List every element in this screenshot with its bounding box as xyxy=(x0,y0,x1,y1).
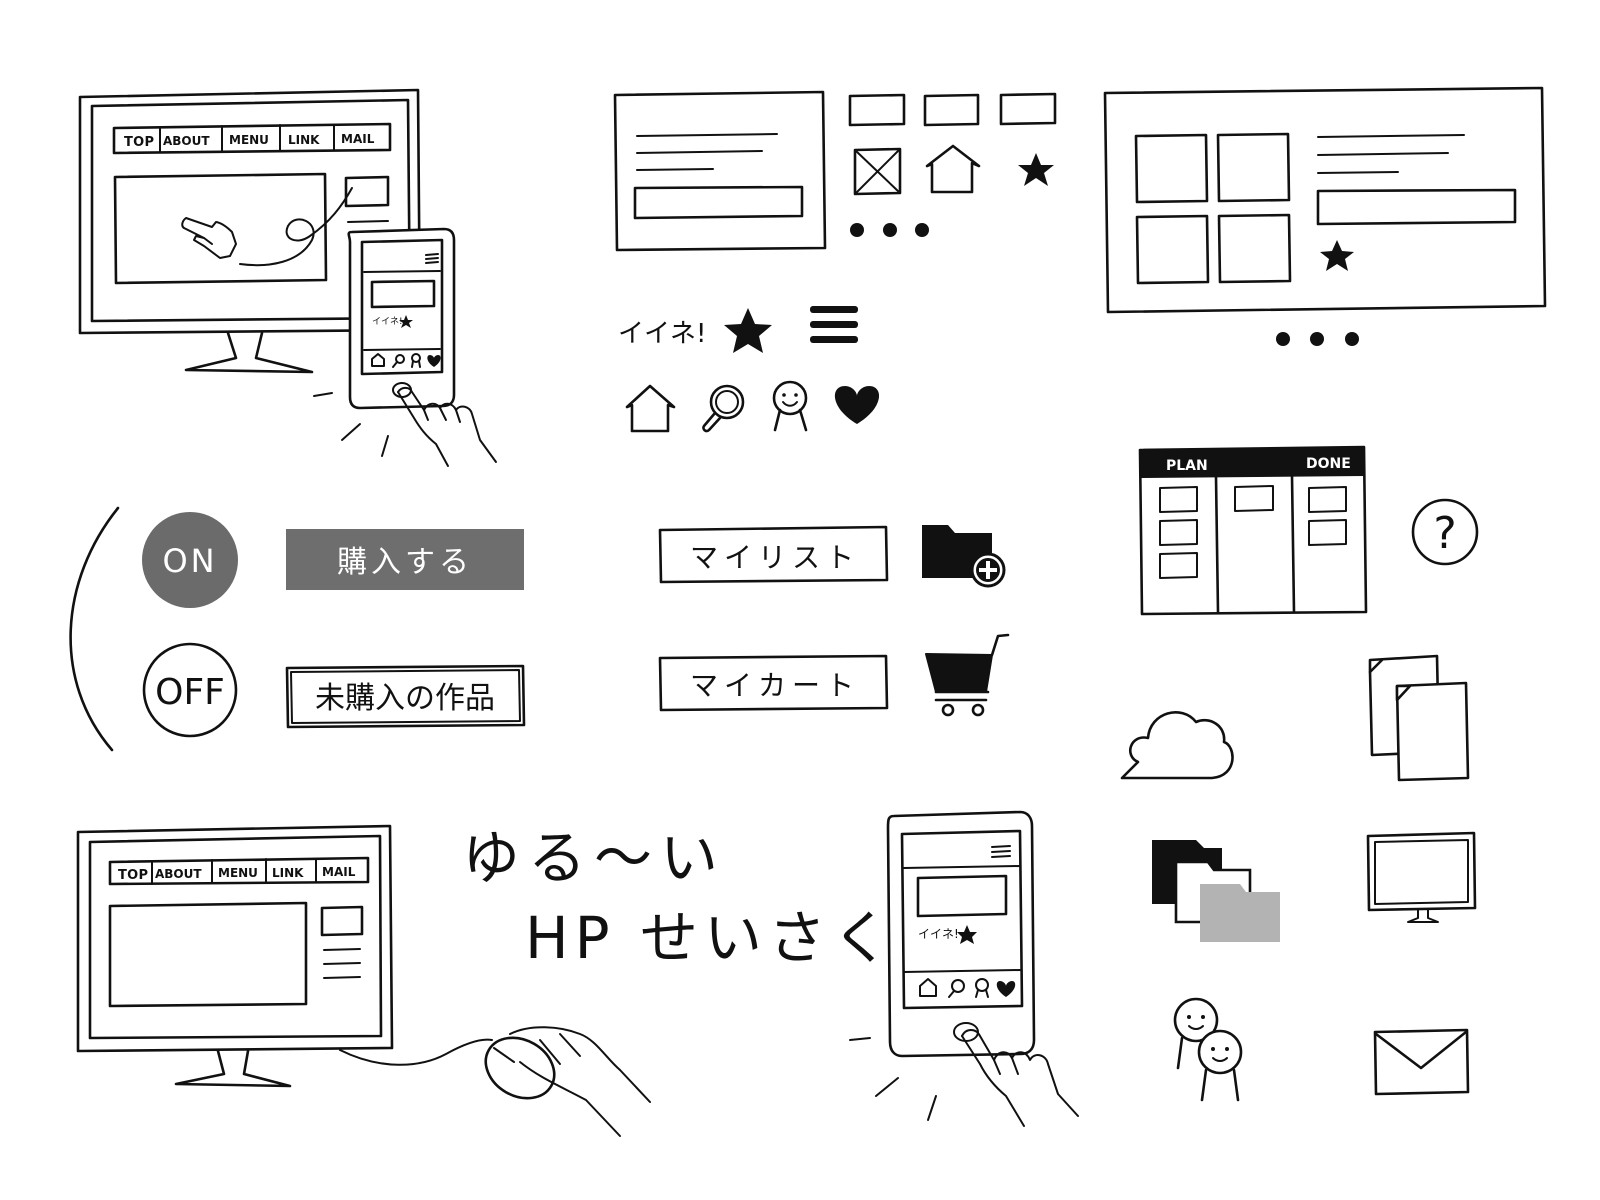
more-dots-icon xyxy=(1276,332,1359,346)
heart-icon[interactable] xyxy=(834,386,880,424)
person-icon[interactable] xyxy=(975,978,989,992)
toggle-on-label: ON xyxy=(162,542,217,580)
toggle-off-label: OFF xyxy=(155,672,225,713)
monitor-icon xyxy=(1366,831,1477,923)
kanban-done-label: DONE xyxy=(1306,456,1351,472)
desktop-monitor-bottom: TOP ABOUT MENU LINK MAIL xyxy=(76,824,651,1137)
bracket-arc xyxy=(69,506,120,752)
phone-tab-bar xyxy=(919,978,1016,998)
house-icon[interactable] xyxy=(371,353,385,367)
star-icon xyxy=(1320,240,1354,271)
more-dots-icon xyxy=(850,223,929,237)
kanban-board: PLAN DONE xyxy=(1138,445,1368,616)
search-icon[interactable] xyxy=(702,384,745,433)
swipe-path xyxy=(239,187,353,267)
my-cart-button[interactable]: マイカート xyxy=(658,654,889,712)
purchase-button[interactable]: 購入する xyxy=(286,529,524,590)
like-widget[interactable]: イイネ! xyxy=(618,308,772,353)
my-list-label: マイリスト xyxy=(690,541,860,574)
documents-icon xyxy=(1368,654,1470,782)
folder-add-icon[interactable] xyxy=(922,525,1006,588)
unpurchased-button[interactable]: 未購入の作品 xyxy=(285,664,526,729)
kanban-plan-label: PLAN xyxy=(1166,458,1208,474)
help-symbol: ? xyxy=(1433,508,1456,559)
search-icon[interactable] xyxy=(395,354,405,364)
folders-icon xyxy=(1152,840,1280,942)
pointing-hand-icon xyxy=(181,217,237,259)
nav-item-mail[interactable]: MAIL xyxy=(322,865,356,879)
mouse-icon xyxy=(484,1036,556,1100)
title-line-1: ゆる〜い xyxy=(462,824,726,892)
star-icon xyxy=(1018,153,1054,186)
my-cart-label: マイカート xyxy=(690,669,860,702)
smartphone-small: イイネ! xyxy=(313,227,497,467)
nav-item-mail[interactable]: MAIL xyxy=(341,132,375,146)
handwritten-title: ゆる〜い HP せいさく xyxy=(462,824,896,972)
wireframe-card xyxy=(613,90,827,252)
house-icon xyxy=(925,144,981,194)
nav-item-menu[interactable]: MENU xyxy=(218,866,258,880)
phone-tab-bar xyxy=(371,353,441,368)
nav-item-link[interactable]: LINK xyxy=(272,866,304,880)
wireframe-grid-page xyxy=(1103,86,1547,314)
hand-on-mouse-icon xyxy=(509,1026,651,1137)
my-list-button[interactable]: マイリスト xyxy=(658,525,889,584)
content-area xyxy=(113,172,328,285)
star-icon[interactable] xyxy=(724,308,772,353)
finger-tap-icon xyxy=(397,386,497,467)
content-area xyxy=(108,901,308,1008)
side-widget xyxy=(344,175,390,208)
person-icon[interactable] xyxy=(411,353,421,363)
unpurchased-button-label: 未購入の作品 xyxy=(315,681,495,716)
heart-icon[interactable] xyxy=(996,981,1016,997)
nav-item-top[interactable]: TOP xyxy=(124,135,154,150)
question-icon[interactable]: ? xyxy=(1411,498,1479,566)
title-line-2: HP せいさく xyxy=(525,904,896,972)
heart-icon[interactable] xyxy=(427,355,441,367)
top-nav-bar: TOP ABOUT MENU LINK MAIL xyxy=(112,122,392,155)
nav-item-about[interactable]: ABOUT xyxy=(155,867,202,881)
nav-item-about[interactable]: ABOUT xyxy=(163,134,210,148)
star-icon[interactable] xyxy=(957,925,977,944)
finger-tap-icon xyxy=(961,1029,1079,1127)
house-icon[interactable] xyxy=(919,978,937,997)
phone-like-label: イイネ! xyxy=(372,316,403,327)
people-icon xyxy=(1173,997,1243,1102)
tab-placeholders xyxy=(848,92,1057,127)
side-widget xyxy=(320,905,364,937)
like-label: イイネ! xyxy=(618,319,706,349)
nav-item-menu[interactable]: MENU xyxy=(229,133,269,147)
hamburger-icon[interactable] xyxy=(425,253,439,264)
smartphone-large: イイネ! xyxy=(849,810,1079,1127)
cart-icon[interactable] xyxy=(925,633,1010,717)
phone-like-label: イイネ! xyxy=(918,927,959,941)
cloud-icon xyxy=(1120,711,1234,780)
image-placeholder-icon xyxy=(853,147,902,196)
toggle-on[interactable]: ON xyxy=(142,512,238,608)
search-icon[interactable] xyxy=(951,979,965,993)
hamburger-icon[interactable] xyxy=(991,845,1011,858)
house-icon[interactable] xyxy=(625,384,676,433)
nav-item-link[interactable]: LINK xyxy=(288,133,320,147)
star-icon[interactable] xyxy=(399,315,413,328)
hamburger-icon[interactable] xyxy=(810,306,858,343)
toggle-off[interactable]: OFF xyxy=(142,642,238,738)
mail-icon[interactable] xyxy=(1373,1028,1470,1096)
desktop-monitor-top: TOP ABOUT MENU LINK MAIL xyxy=(78,88,422,374)
person-icon[interactable] xyxy=(772,380,808,432)
nav-item-top[interactable]: TOP xyxy=(118,868,148,883)
purchase-button-label: 購入する xyxy=(337,545,473,580)
bottom-nav-bar: TOP ABOUT MENU LINK MAIL xyxy=(108,856,370,886)
